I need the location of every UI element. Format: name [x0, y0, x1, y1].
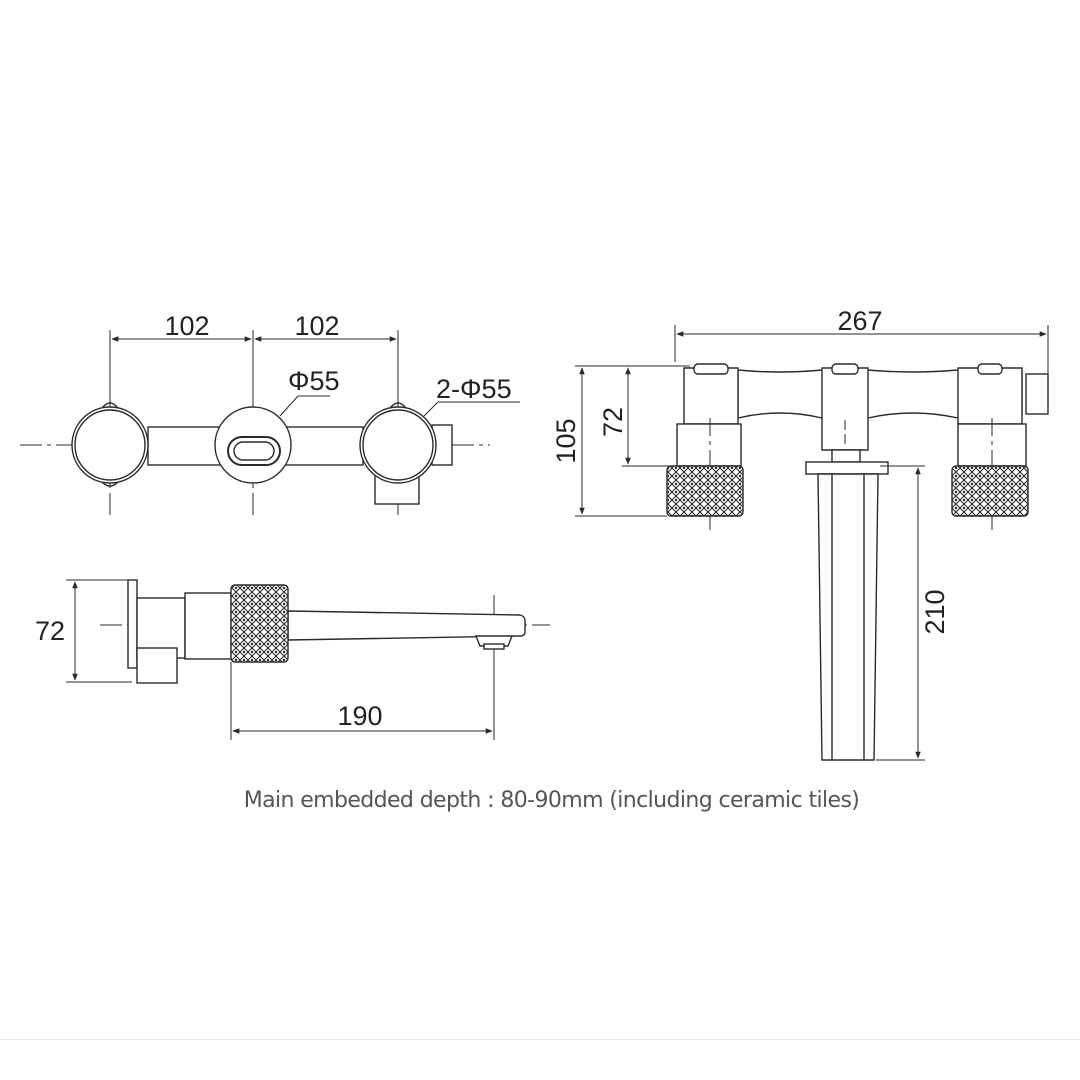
top-view — [676, 363, 1049, 761]
side-aerator-tip — [483, 643, 505, 650]
side-spout — [287, 610, 526, 641]
dim-side-diameters: 2-Φ55 — [436, 374, 512, 404]
top-spout — [817, 473, 879, 761]
leader-side-diameters — [423, 401, 439, 417]
dim-left-spacing: 102 — [164, 311, 209, 341]
top-left-knurled-handle — [666, 465, 744, 517]
side-lower-fitting — [136, 647, 178, 684]
dim-inner-height: 72 — [598, 407, 628, 437]
leader-center-diameter — [279, 395, 299, 417]
front-left-handle — [71, 406, 149, 484]
dim-spout-depth: 210 — [920, 589, 950, 634]
side-wall-plate — [127, 579, 138, 669]
dim-spout-length: 190 — [337, 701, 382, 731]
side-dimensions — [66, 579, 495, 740]
front-view — [20, 385, 490, 518]
top-side-outlet — [1025, 373, 1049, 415]
top-right-knurled-handle — [951, 465, 1029, 517]
front-center-outlet-slot-inner — [233, 441, 275, 461]
top-dimensions — [575, 325, 1049, 761]
top-right-valve-body — [957, 367, 1023, 425]
dim-right-spacing: 102 — [294, 311, 339, 341]
front-left-handle-inner — [74, 409, 146, 481]
dim-overall-width: 267 — [837, 306, 882, 336]
top-center-cap — [831, 363, 859, 375]
front-left-handle-lever-bottom — [101, 481, 119, 487]
side-collar — [184, 592, 232, 660]
front-right-handle-inner — [362, 409, 434, 481]
top-right-valve-cap — [977, 363, 1003, 375]
side-knurled-handle — [230, 584, 289, 663]
top-spout-flange — [805, 461, 889, 475]
front-right-handle — [359, 406, 437, 484]
dim-outer-height: 105 — [551, 418, 581, 463]
embedded-depth-note: Main embedded depth : 80-90mm (including… — [243, 788, 860, 813]
footer-divider — [0, 1039, 1080, 1040]
front-center-outlet-slot — [227, 436, 281, 466]
side-view — [100, 579, 550, 735]
top-left-valve-body — [683, 367, 739, 425]
top-center-neck — [831, 449, 861, 463]
top-left-valve-cap — [693, 363, 729, 375]
front-dimensions — [109, 330, 520, 417]
dim-center-diameter: Φ55 — [288, 366, 340, 396]
dim-side-height: 72 — [35, 616, 65, 646]
top-left-collar — [676, 423, 742, 467]
